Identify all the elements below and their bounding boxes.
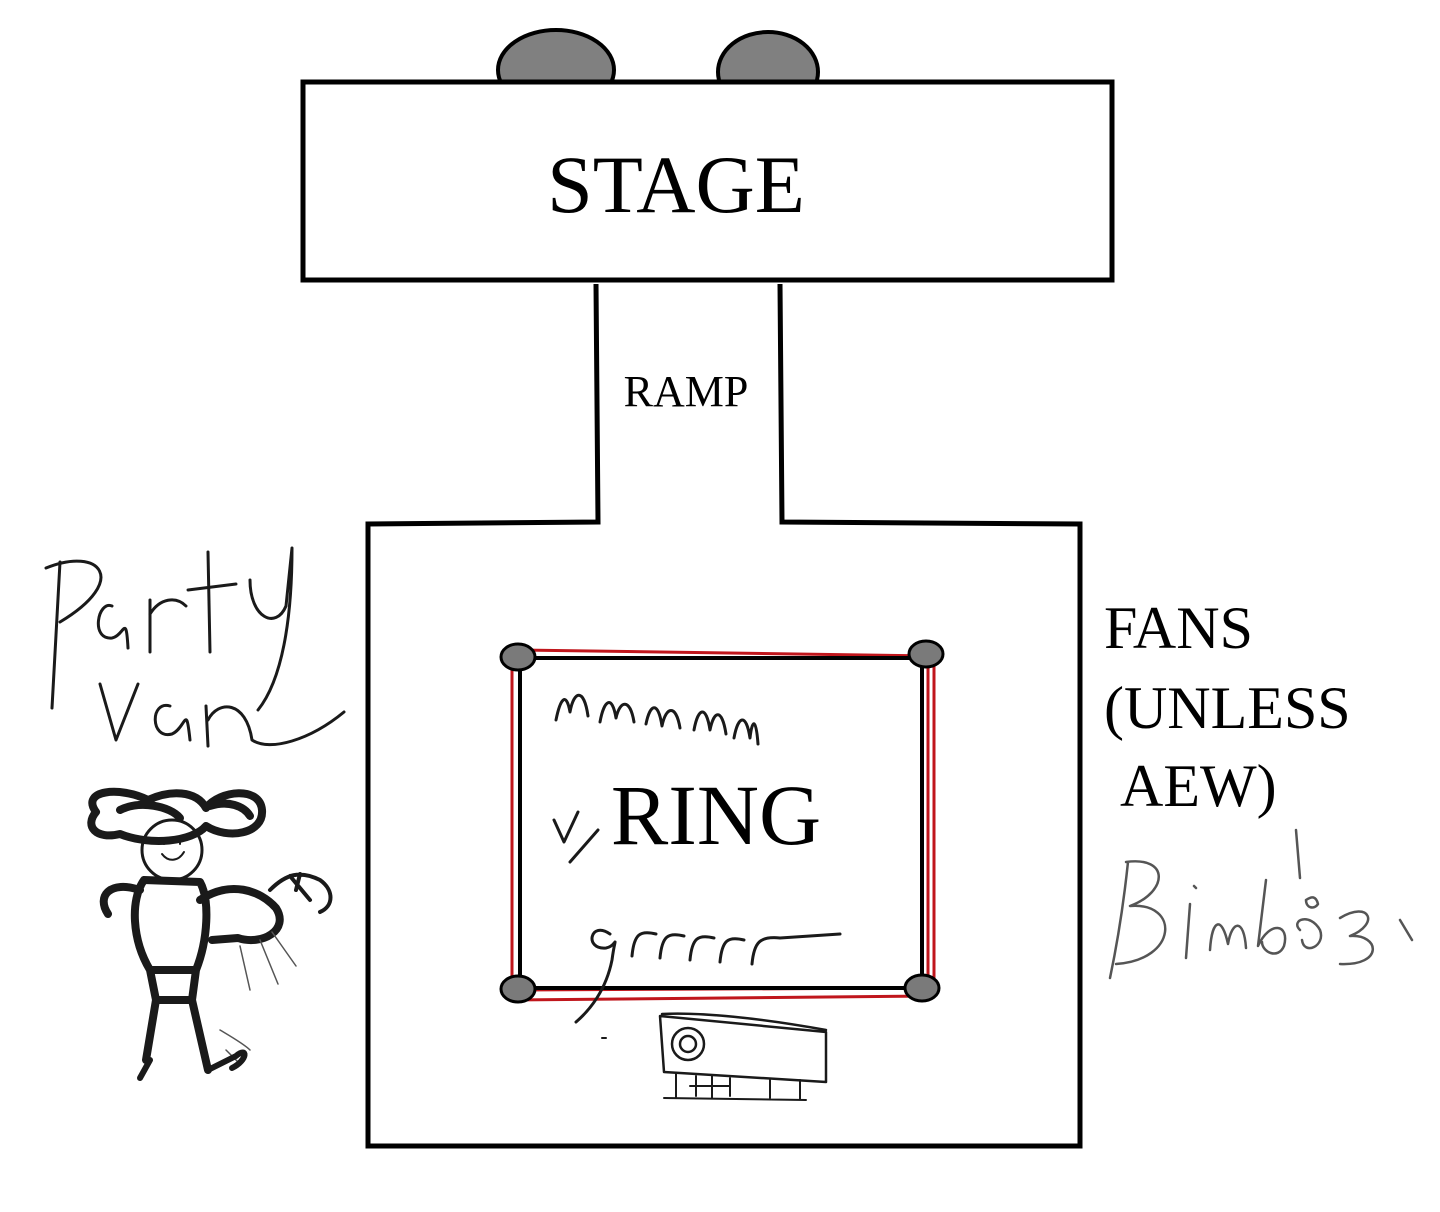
turnbuckle-icon bbox=[499, 974, 537, 1004]
arena-floor-outline bbox=[365, 283, 1083, 1149]
stage-label: STAGE bbox=[547, 139, 805, 230]
turnbuckle-icon bbox=[903, 973, 941, 1003]
fans-label-line2: (UNLESS bbox=[1104, 675, 1351, 741]
ramp-and-arena: RAMP bbox=[365, 283, 1083, 1149]
turnbuckle-icon bbox=[907, 639, 945, 669]
fans-label-line3: AEW) bbox=[1120, 753, 1277, 819]
stage: STAGE bbox=[300, 79, 1115, 283]
ring-box bbox=[518, 656, 924, 990]
stage-box bbox=[300, 79, 1115, 283]
ramp-label: RAMP bbox=[624, 367, 749, 416]
turnbuckle-icon bbox=[499, 642, 537, 672]
handwriting-grrrr bbox=[574, 928, 842, 1024]
handwriting-mmm bbox=[554, 693, 760, 746]
ring: RING bbox=[499, 639, 945, 1024]
handwriting-bimbos bbox=[1108, 828, 1414, 980]
ring-label: RING bbox=[611, 767, 821, 863]
camera-icon bbox=[601, 1012, 828, 1101]
handwriting-party-van bbox=[44, 546, 346, 748]
handwriting-scribble-v bbox=[552, 810, 600, 864]
fans-label-line1: FANS bbox=[1104, 595, 1253, 661]
fans-area-label: FANS (UNLESS AEW) bbox=[1104, 595, 1351, 819]
party-figure-icon bbox=[87, 787, 333, 1081]
